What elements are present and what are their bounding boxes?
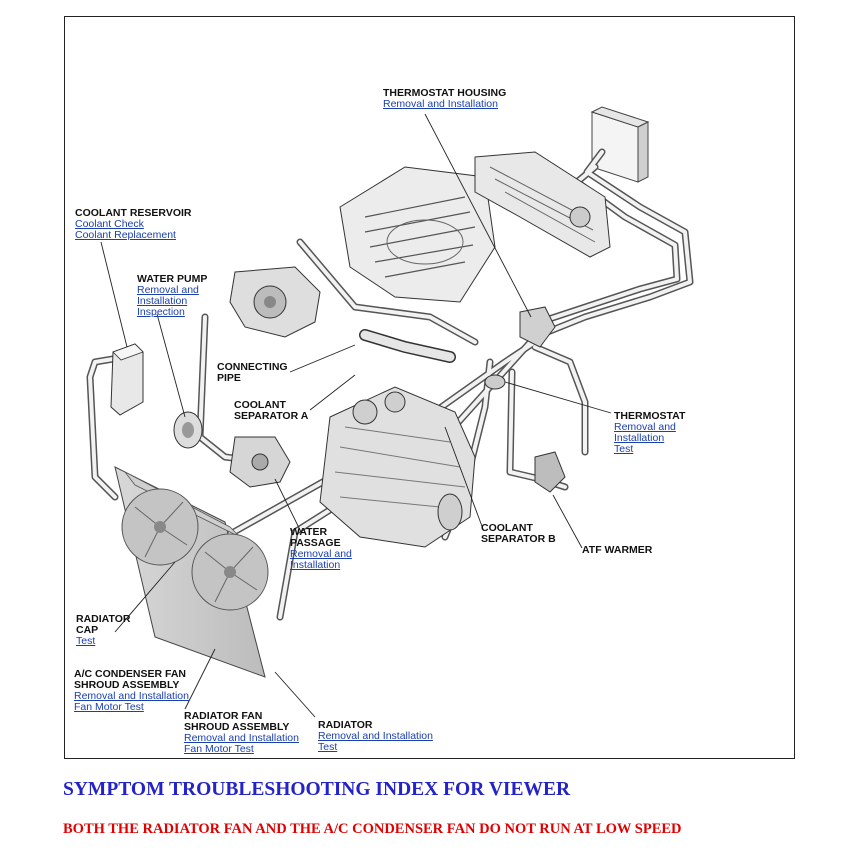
water-pump-installation-link[interactable]: Installation xyxy=(137,295,188,307)
cooling-system-illustration xyxy=(86,106,694,718)
label-coolant-separator-b: COOLANT SEPARATOR B xyxy=(481,523,556,545)
radiator-fan-removal-link[interactable]: Removal and Installation xyxy=(184,732,299,744)
diagram-frame: THERMOSTAT HOUSING Removal and Installat… xyxy=(64,16,795,759)
water-pump-inspection-link[interactable]: Inspection xyxy=(137,306,185,318)
label-radiator: RADIATOR Removal and Installation Test xyxy=(318,720,433,753)
atf-warmer xyxy=(534,451,566,493)
water-pump-assembly xyxy=(229,266,321,338)
radiator-cap-test-link[interactable]: Test xyxy=(76,635,96,647)
leader-lines xyxy=(100,113,612,718)
atf-warmer-title: ATF WARMER xyxy=(582,544,653,556)
water-passage-installation-link[interactable]: Installation xyxy=(290,559,341,571)
label-water-pump: WATER PUMP Removal and Installation Insp… xyxy=(137,274,207,318)
thermostat-removal-link[interactable]: Removal and xyxy=(614,421,676,433)
coolant-separator-a-title-1: COOLANT xyxy=(234,399,286,411)
thermostat-housing-removal-link[interactable]: Removal and Installation xyxy=(383,98,498,110)
water-passage-removal-link[interactable]: Removal and xyxy=(290,548,352,560)
water-pump-pulley xyxy=(173,411,203,449)
label-atf-warmer: ATF WARMER xyxy=(582,545,652,556)
water-pump-title: WATER PUMP xyxy=(137,273,208,285)
thermostat-installation-link[interactable]: Installation xyxy=(614,432,665,444)
thermostat-part xyxy=(484,374,506,390)
label-connecting-pipe: CONNECTING PIPE xyxy=(217,362,288,384)
radiator-fan-title-1: RADIATOR FAN xyxy=(184,710,263,722)
coolant-replacement-link[interactable]: Coolant Replacement xyxy=(75,229,176,241)
water-passage-title-2: PASSAGE xyxy=(290,537,341,549)
label-water-passage: WATER PASSAGE Removal and Installation xyxy=(290,527,352,571)
symptom-subheading[interactable]: BOTH THE RADIATOR FAN AND THE A/C CONDEN… xyxy=(63,821,682,837)
water-passage-title-1: WATER xyxy=(290,526,328,538)
water-passage-part xyxy=(229,436,291,488)
radiator-fan-motor-test-link[interactable]: Fan Motor Test xyxy=(184,743,254,755)
intake-manifold xyxy=(339,166,496,303)
water-pump-removal-link[interactable]: Removal and xyxy=(137,284,199,296)
label-coolant-separator-a: COOLANT SEPARATOR A xyxy=(234,400,308,422)
thermostat-test-link[interactable]: Test xyxy=(614,443,634,455)
page-heading: SYMPTOM TROUBLESHOOTING INDEX FOR VIEWER xyxy=(63,779,571,800)
radiator-fan-title-2: SHROUD ASSEMBLY xyxy=(184,721,290,733)
heater-core xyxy=(590,106,650,183)
ac-condenser-fan-motor-test-link[interactable]: Fan Motor Test xyxy=(74,701,144,713)
engine-block xyxy=(319,386,476,548)
label-coolant-reservoir: COOLANT RESERVOIR Coolant Check Coolant … xyxy=(75,208,191,241)
thermostat-housing xyxy=(519,306,556,348)
coolant-check-link[interactable]: Coolant Check xyxy=(75,218,144,230)
label-thermostat: THERMOSTAT Removal and Installation Test xyxy=(614,411,685,455)
label-thermostat-housing: THERMOSTAT HOUSING Removal and Installat… xyxy=(383,88,506,110)
label-radiator-fan: RADIATOR FAN SHROUD ASSEMBLY Removal and… xyxy=(184,711,299,755)
thermostat-title: THERMOSTAT xyxy=(614,410,686,422)
ac-condenser-fan-removal-link[interactable]: Removal and Installation xyxy=(74,690,189,702)
radiator-assembly xyxy=(114,466,269,678)
coolant-separator-b-title-2: SEPARATOR B xyxy=(481,533,556,545)
thermostat-housing-title: THERMOSTAT HOUSING xyxy=(383,87,507,99)
connecting-pipe xyxy=(359,329,456,363)
ac-condenser-fan-title-1: A/C CONDENSER FAN xyxy=(74,668,187,680)
label-radiator-cap: RADIATOR CAP Test xyxy=(76,614,130,647)
ac-condenser-fan-title-2: SHROUD ASSEMBLY xyxy=(74,679,180,691)
coolant-reservoir xyxy=(110,343,144,416)
radiator-removal-link[interactable]: Removal and Installation xyxy=(318,730,433,742)
label-ac-condenser-fan: A/C CONDENSER FAN SHROUD ASSEMBLY Remova… xyxy=(74,669,189,713)
radiator-title: RADIATOR xyxy=(318,719,373,731)
coolant-reservoir-title: COOLANT RESERVOIR xyxy=(75,207,192,219)
coolant-separator-a-title-2: SEPARATOR A xyxy=(234,410,309,422)
connecting-pipe-title-2: PIPE xyxy=(217,372,241,384)
radiator-test-link[interactable]: Test xyxy=(318,741,338,753)
connecting-pipe-title-1: CONNECTING xyxy=(217,361,288,373)
valve-cover xyxy=(474,151,611,258)
radiator-cap-title-1: RADIATOR xyxy=(76,613,131,625)
coolant-separator-b-title-1: COOLANT xyxy=(481,522,533,534)
radiator-cap-title-2: CAP xyxy=(76,624,99,636)
